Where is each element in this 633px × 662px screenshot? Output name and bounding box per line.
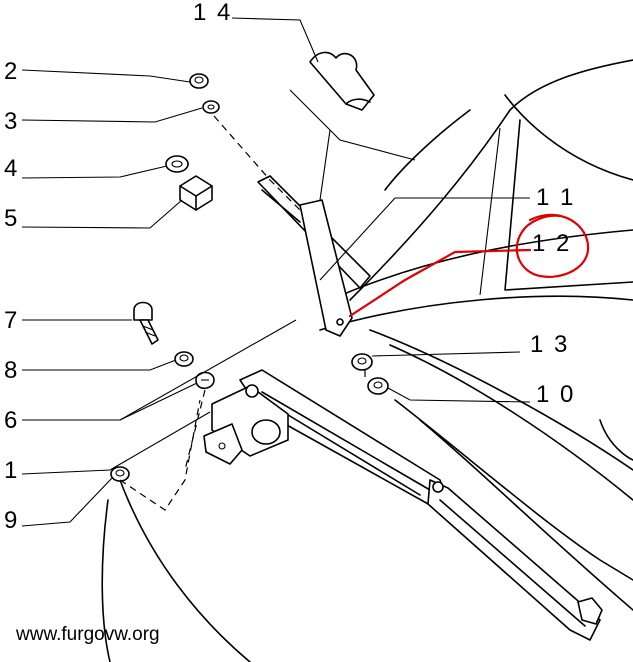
washer-part-10	[367, 377, 389, 395]
callout-5: 5	[4, 205, 19, 232]
callout-6: 6	[4, 407, 19, 434]
callout-14: 1 4	[193, 0, 232, 26]
callout-9: 9	[4, 507, 19, 534]
callout-4: 4	[4, 155, 19, 182]
assembly-dashed-lines	[119, 115, 366, 511]
callout-2: 2	[4, 58, 19, 85]
watermark-text: www.furgovw.org	[15, 624, 160, 645]
nut-part-13	[351, 353, 373, 371]
nut-part-8	[174, 351, 194, 367]
nut-part-2	[189, 73, 209, 89]
leader-lines	[21, 17, 531, 527]
clip-part-6	[195, 371, 215, 390]
red-annotation	[348, 213, 590, 318]
callout-10: 1 0	[536, 381, 575, 408]
wiper-linkage-part-1	[203, 369, 603, 641]
wiper-arm-part-11	[257, 175, 371, 337]
wiper-cap-part-14	[309, 51, 375, 111]
nut-part-9	[110, 466, 130, 482]
callout-3: 3	[4, 108, 19, 135]
bolt-part-7	[133, 301, 159, 345]
car-body-outline	[101, 59, 633, 662]
callout-8: 8	[4, 357, 19, 384]
callout-12: 1 2	[532, 230, 571, 257]
bushing-part-5	[179, 175, 213, 211]
washer-part-3	[202, 100, 220, 114]
callout-7: 7	[4, 307, 19, 334]
washer-part-4	[165, 155, 189, 173]
callout-13: 1 3	[530, 331, 569, 358]
callout-11: 1 1	[536, 184, 575, 211]
callout-1: 1	[4, 457, 19, 484]
